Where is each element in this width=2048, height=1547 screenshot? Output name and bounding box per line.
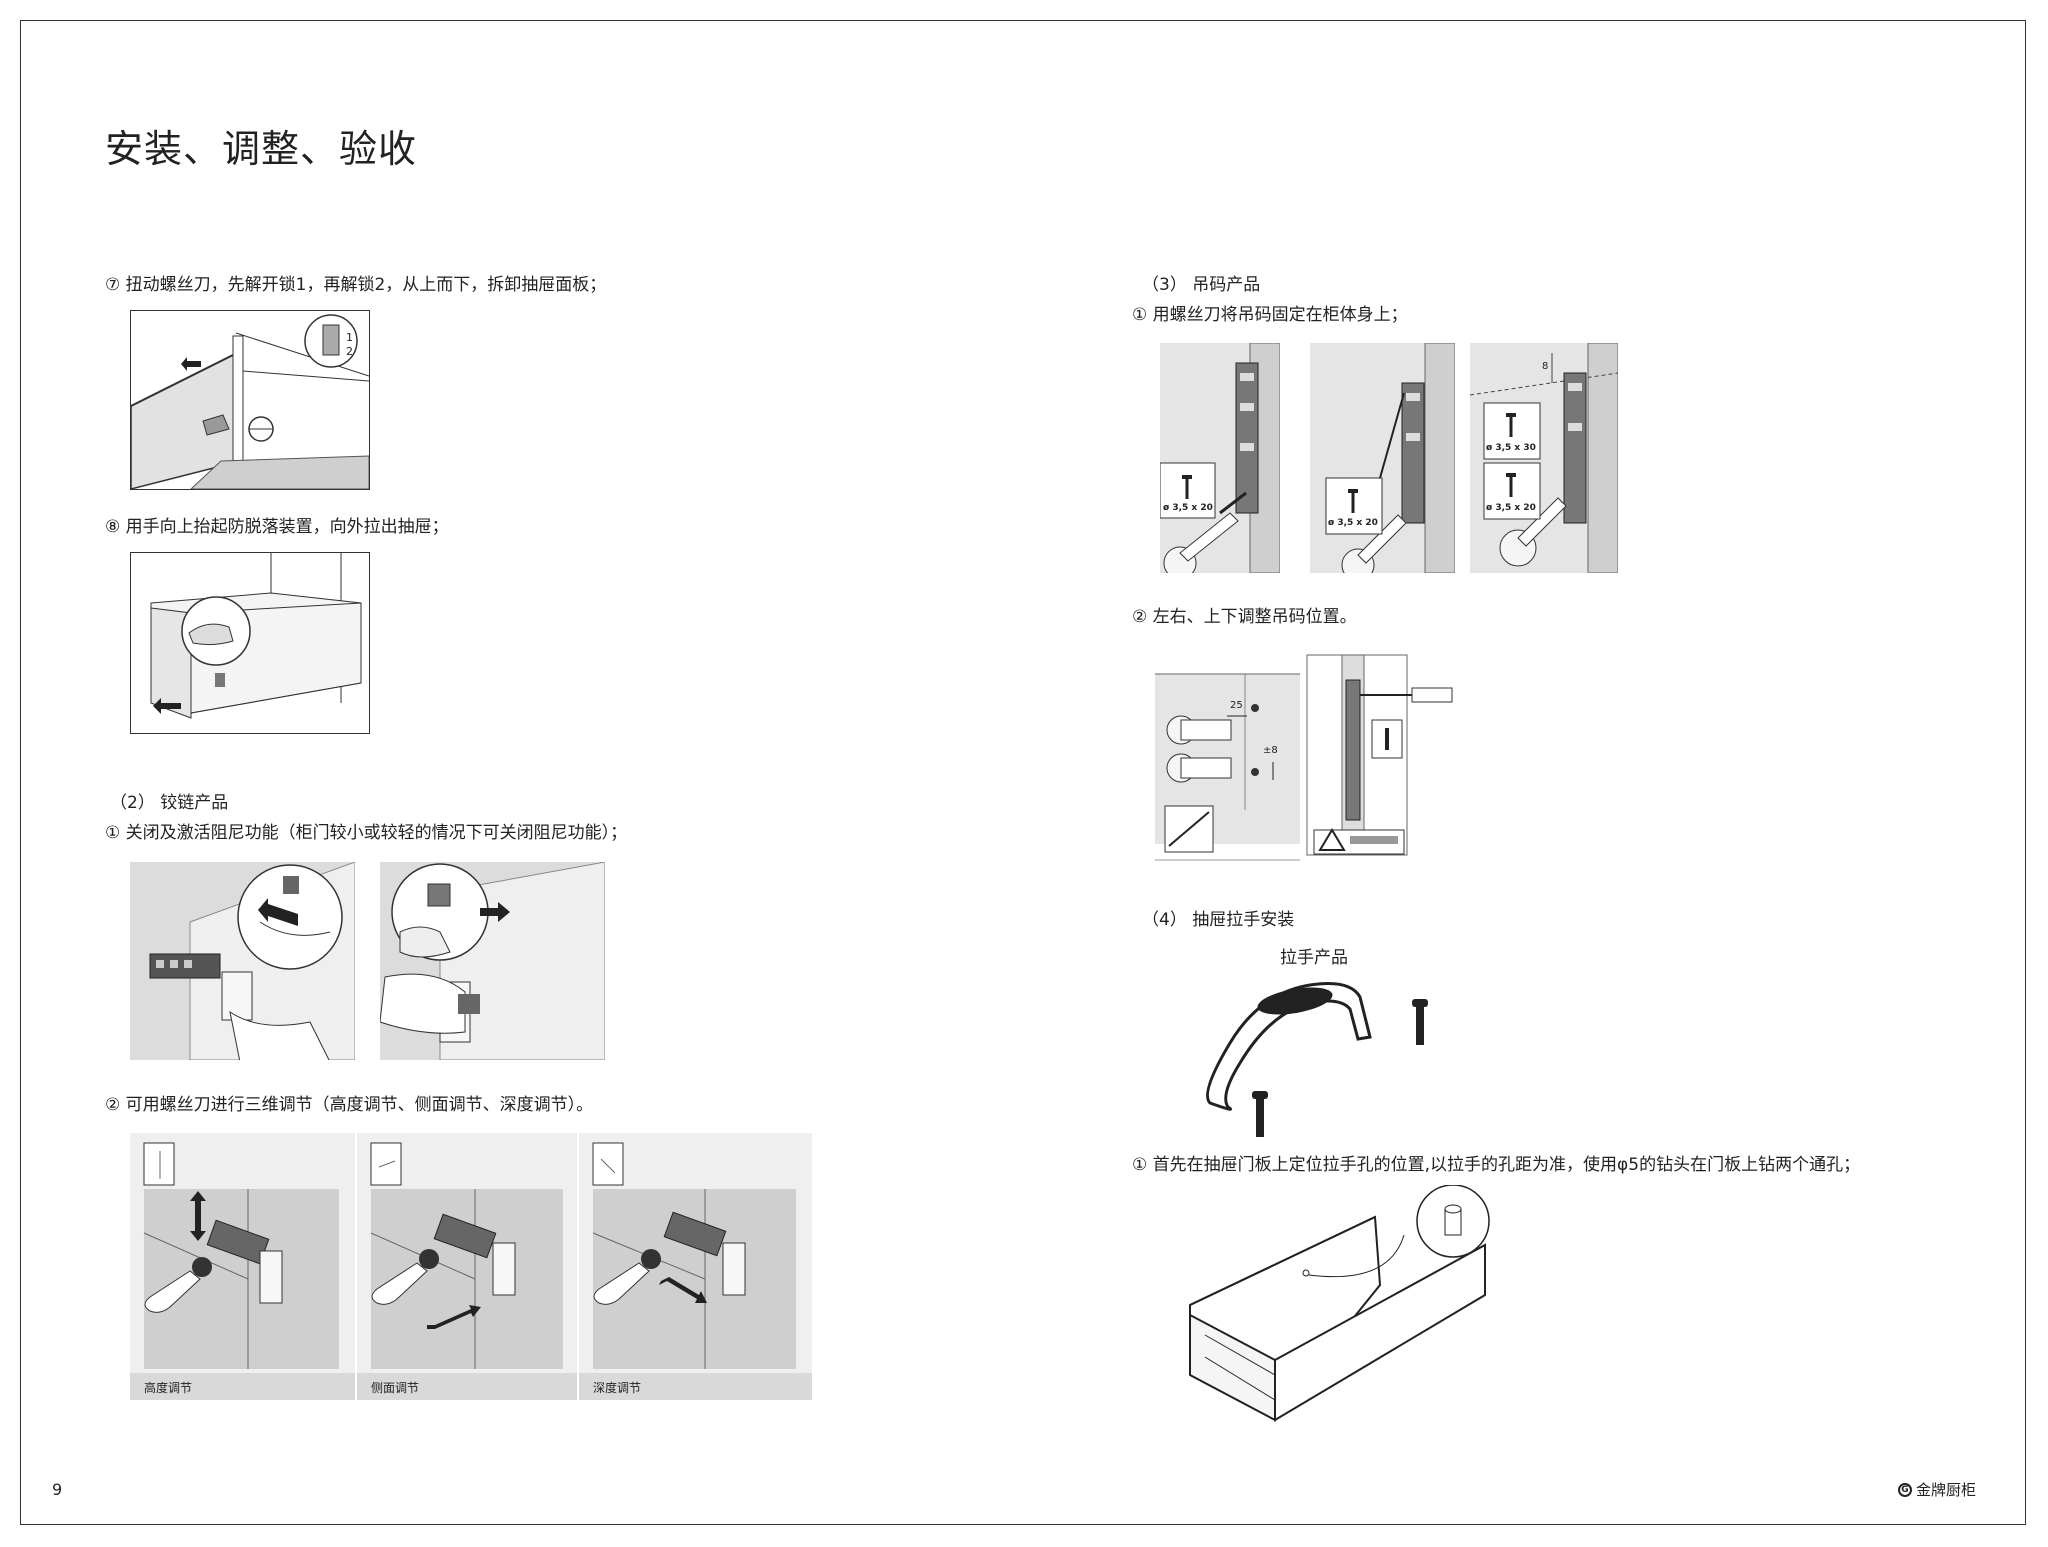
screw-label-4: ø 3,5 x 20 [1486, 503, 1536, 513]
brand-name: 金牌厨柜 [1916, 1481, 1977, 1499]
page-number: 9 [52, 1480, 63, 1499]
gap-label: 8 [1542, 361, 1549, 372]
handle-step1-text: ① 首先在抽屉门板上定位拉手孔的位置,以拉手的孔距为准，使用φ5的钻头在门板上钻… [1132, 1155, 1861, 1175]
hanger-section-title: （3） 吊码产品 [1142, 275, 1261, 295]
adj-label-pm8: ±8 [1263, 745, 1278, 756]
drawer-unlock-figure: 1 2 [130, 310, 370, 490]
hanger-adjust-figure-right [1302, 650, 1462, 865]
hanger-adjust-figure-left: 25 ±8 [1155, 650, 1300, 865]
depth-adjust-caption: 深度调节 [579, 1376, 812, 1400]
height-adjust-panel: 高度调节 [130, 1133, 355, 1400]
screw-label-3: ø 3,5 x 30 [1486, 443, 1536, 453]
height-adjust-caption: 高度调节 [130, 1376, 355, 1400]
hinge-section-title: （2） 铰链产品 [110, 793, 229, 813]
brand-logo-icon: G [1898, 1482, 1912, 1497]
hanger-install-figure-1: ø 3,5 x 20 [1160, 343, 1280, 573]
brand-footer: G 金牌厨柜 [1898, 1479, 1976, 1500]
depth-adjust-panel: 深度调节 [579, 1133, 812, 1400]
side-adjust-caption: 侧面调节 [357, 1376, 577, 1400]
adj-label-25: 25 [1230, 700, 1243, 711]
screw-label-1: ø 3,5 x 20 [1163, 503, 1213, 513]
drawer-pullout-figure [130, 552, 370, 734]
hinge-step2-text: ② 可用螺丝刀进行三维调节（高度调节、侧面调节、深度调节）。 [105, 1095, 594, 1115]
page-frame [20, 20, 2026, 1525]
side-adjust-panel: 侧面调节 [357, 1133, 577, 1400]
hinge-step1-text: ① 关闭及激活阻尼功能（柜门较小或较轻的情况下可关闭阻尼功能）； [105, 823, 628, 843]
lock-label-2: 2 [346, 345, 353, 358]
step7-text: ⑦ 扭动螺丝刀，先解开锁1，再解锁2，从上而下，拆卸抽屉面板； [105, 275, 607, 295]
hanger-install-figure-2: ø 3,5 x 20 [1310, 343, 1455, 573]
page-title: 安装、调整、验收 [105, 127, 418, 171]
drawer-drill-figure [1185, 1185, 1525, 1425]
step8-text: ⑧ 用手向上抬起防脱落装置，向外拉出抽屉； [105, 517, 449, 537]
hinge-damper-on-figure [380, 862, 605, 1060]
handle-figure [1190, 965, 1440, 1140]
handle-product-caption: 拉手产品 [1280, 948, 1348, 968]
screw-label-2: ø 3,5 x 20 [1328, 518, 1378, 528]
hinge-damper-off-figure [130, 862, 355, 1060]
hanger-step2-text: ② 左右、上下调整吊码位置。 [1132, 607, 1357, 627]
handle-section-title: （4） 抽屉拉手安装 [1142, 910, 1295, 930]
lock-label-1: 1 [346, 331, 353, 344]
hanger-install-figure-3: 8 ø 3,5 x 30 ø 3,5 x 20 [1470, 343, 1618, 573]
hanger-step1-text: ① 用螺丝刀将吊码固定在柜体身上； [1132, 305, 1408, 325]
